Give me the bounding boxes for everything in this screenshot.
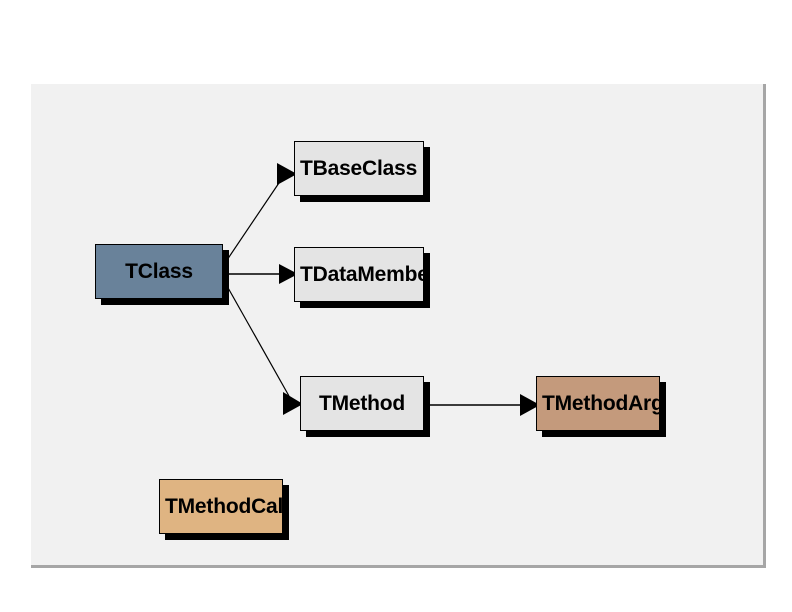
node-tclass-label: TClass — [125, 260, 193, 283]
node-tmethodcall[interactable]: TMethodCall — [159, 479, 283, 534]
node-tmethod-label: TMethod — [318, 392, 406, 415]
edge-tclass-tmethod — [226, 285, 303, 415]
node-tmethodcall-label: TMethodCall — [165, 495, 283, 518]
diagram-canvas: TClass TBaseClass TDataMember TMethod TM… — [31, 84, 766, 568]
node-tdatamember-label: TDataMember — [300, 263, 424, 286]
node-tdatamember[interactable]: TDataMember — [294, 247, 424, 302]
edge-tmethod-tmethodarg — [426, 394, 540, 416]
node-tclass[interactable]: TClass — [95, 244, 223, 299]
edge-tclass-tbaseclass — [226, 163, 297, 261]
node-tmethodarg[interactable]: TMethodArg — [536, 376, 660, 431]
node-tbaseclass[interactable]: TBaseClass — [294, 141, 424, 196]
node-tmethod[interactable]: TMethod — [300, 376, 424, 431]
node-tbaseclass-label: TBaseClass — [300, 157, 418, 180]
node-tmethodarg-label: TMethodArg — [542, 392, 660, 415]
edge-tclass-tdatamember — [223, 264, 298, 284]
